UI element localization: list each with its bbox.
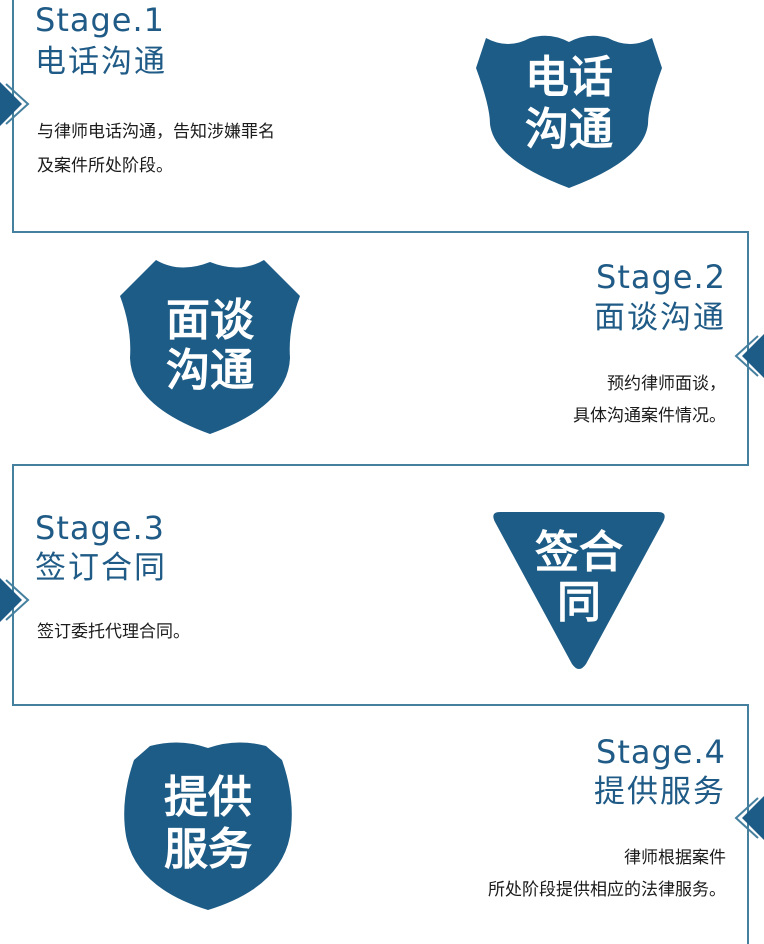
stage-2-badge: 面谈 沟通 [120,258,300,436]
stage-3-badge-line-2: 同 [557,577,601,628]
triangle-arrow-icon [734,334,764,378]
stage-2-title: Stage.2 [596,258,726,296]
stage-3-badge: 签合 同 [490,512,668,672]
stage-2-badge-line-2: 沟通 [166,345,254,396]
stage-1-subtitle: 电话沟通 [35,44,167,80]
stage-1-badge-line-1: 电话 [525,52,613,103]
triangle-arrow-icon [0,82,30,126]
stage-4-desc-line-1: 律师根据案件 [624,848,726,868]
shield-icon [476,35,662,188]
stage-1-desc-line-1: 与律师电话沟通，告知涉嫌罪名 [37,122,275,142]
triangle-arrow-icon [734,796,764,840]
stage-1-badge-line-2: 沟通 [525,104,613,155]
triangle-badge-icon [493,512,665,669]
stage-2-badge-line-1: 面谈 [166,295,254,346]
stage-3-subtitle: 签订合同 [35,550,167,586]
stage-4-title: Stage.4 [596,733,726,771]
stage-4-badge-line-2: 服务 [164,824,252,875]
stage-1-badge: 电话 沟通 [476,28,662,192]
stage-4-badge-line-1: 提供 [164,772,252,823]
stage-3-desc-line-1: 签订委托代理合同。 [37,622,190,642]
shield-icon [120,260,300,434]
stage-2-subtitle: 面谈沟通 [594,300,726,336]
triangle-arrow-icon [0,578,30,622]
stage-3-badge-line-1: 签合 [535,527,623,578]
stage-2-desc-line-2: 具体沟通案件情况。 [573,406,726,426]
stage-4-subtitle: 提供服务 [594,774,726,810]
stage-3-title: Stage.3 [35,509,165,547]
stage-4-badge: 提供 服务 [120,740,296,912]
stage-2-desc-line-1: 预约律师面谈， [607,374,726,394]
shield-icon [124,742,292,910]
stage-1-title: Stage.1 [35,1,165,39]
stage-1-desc-line-2: 及案件所处阶段。 [37,156,173,176]
stage-4-desc-line-2: 所处阶段提供相应的法律服务。 [488,880,726,900]
